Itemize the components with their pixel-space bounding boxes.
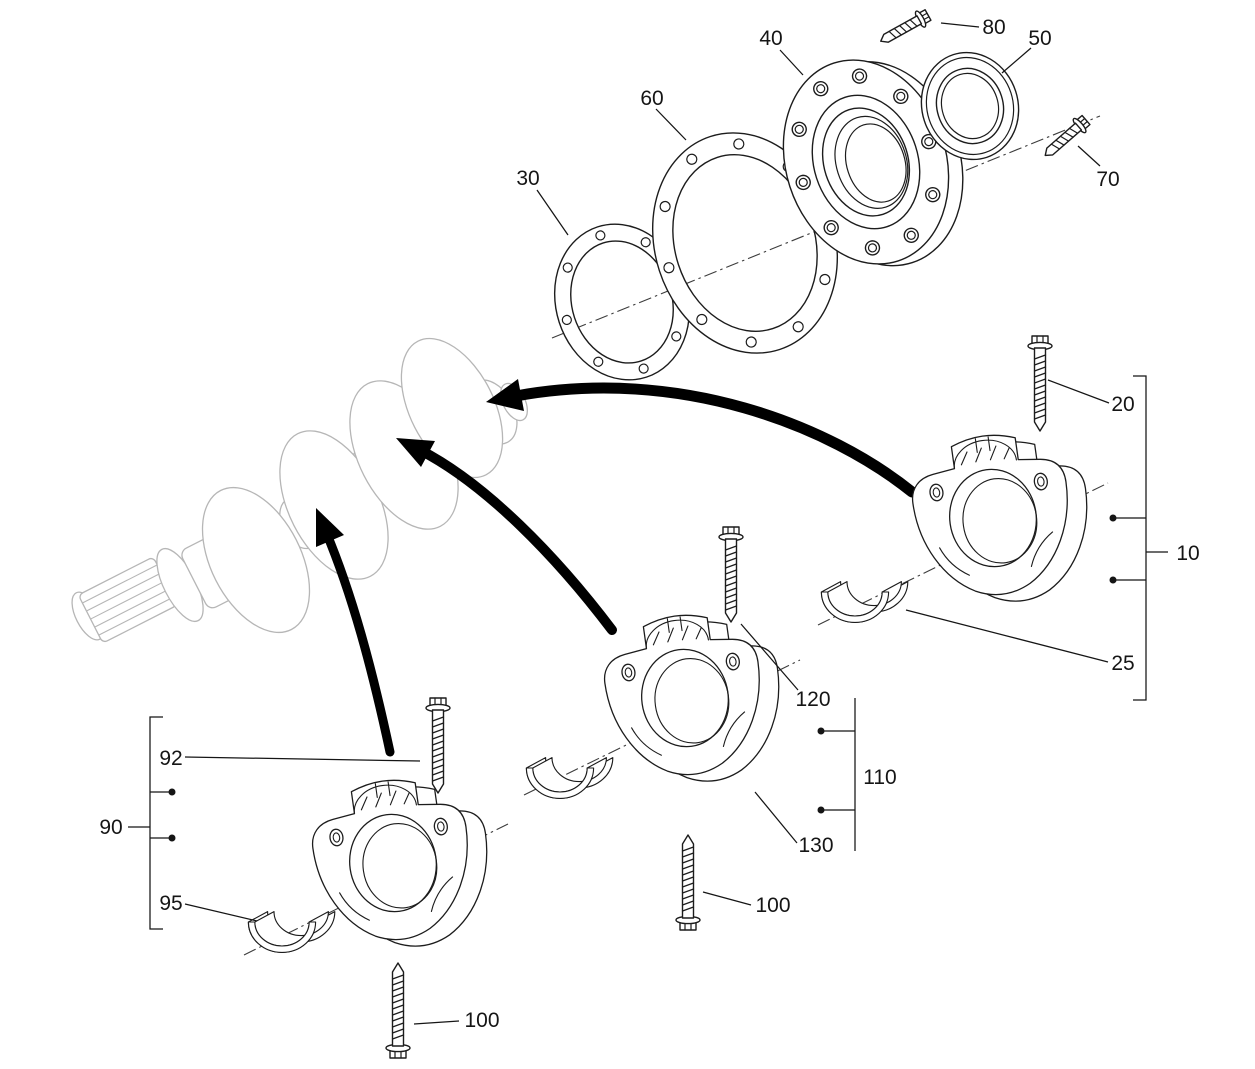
bracket-90 — [149, 716, 163, 930]
leader-70 — [1077, 145, 1101, 167]
bearing-cap-left — [304, 767, 501, 960]
bolt-20 — [1027, 335, 1053, 432]
crankshaft-ghost — [71, 337, 529, 643]
shaft-seal-50 — [920, 51, 1020, 161]
cap-group-right — [820, 335, 1101, 623]
leader-120 — [740, 623, 799, 691]
bolt-100-bottom — [385, 962, 411, 1059]
leader-25 — [905, 609, 1109, 663]
callout-50: 50 — [1028, 27, 1051, 50]
cap-group-middle — [525, 526, 793, 931]
assembly-arrows — [316, 379, 918, 757]
callout-92: 92 — [159, 747, 182, 770]
bolt-100-middle — [675, 834, 701, 931]
arrow-right-cap-to-crank — [486, 379, 918, 498]
callout-30: 30 — [516, 167, 539, 190]
leader-50 — [1001, 47, 1032, 74]
seal-carrier-40 — [782, 59, 964, 267]
leader-95 — [184, 903, 258, 922]
callout-100-bottom: 100 — [464, 1009, 499, 1032]
callout-70: 70 — [1096, 168, 1119, 191]
bracket-10 — [1133, 375, 1147, 701]
leader-130 — [754, 791, 798, 844]
gasket-60 — [651, 132, 839, 354]
callout-110: 110 — [863, 766, 896, 789]
callout-25: 25 — [1111, 652, 1134, 675]
bracket-10-dot-a — [1109, 514, 1117, 522]
leader-lines — [184, 22, 1110, 1025]
bearing-cap-right — [904, 422, 1101, 615]
arrow-left-cap-to-crank — [316, 508, 395, 757]
bolt-120 — [718, 526, 744, 623]
callout-10: 10 — [1176, 542, 1199, 565]
leader-40 — [779, 49, 804, 76]
bracket-10-dot-b — [1109, 576, 1117, 584]
bearing-shell-95 — [247, 911, 336, 953]
callout-120: 120 — [795, 688, 830, 711]
callout-95: 95 — [159, 892, 182, 915]
bearing-cap-middle — [596, 602, 793, 795]
leader-92 — [184, 756, 421, 762]
leader-30 — [536, 189, 569, 236]
arrow-middle-cap-to-crank — [396, 438, 617, 635]
callout-20: 20 — [1111, 393, 1134, 416]
gasket-30 — [553, 223, 691, 381]
bracket-90-dot-b — [168, 834, 176, 842]
callout-60: 60 — [640, 87, 663, 110]
leader-20 — [1047, 379, 1110, 404]
bracket-110-dot-b — [817, 806, 825, 814]
callout-90: 90 — [99, 816, 122, 839]
callout-40: 40 — [759, 27, 782, 50]
seal-housing-stack — [553, 6, 1093, 381]
leader-60 — [655, 108, 687, 141]
bracket-110-dot-a — [817, 727, 825, 735]
bolt-80 — [875, 6, 934, 50]
axis-seal-housing — [551, 115, 1101, 339]
bolt-92 — [425, 697, 451, 794]
bearing-shell-middle — [525, 757, 614, 799]
flange-bolt-holes — [791, 68, 941, 256]
callout-80: 80 — [982, 16, 1005, 39]
leader-100-middle — [702, 891, 752, 906]
cap-group-left — [247, 697, 501, 1059]
leader-100-bottom — [413, 1020, 460, 1025]
group-brackets — [128, 375, 1168, 930]
part-callouts: 40 80 50 60 70 30 20 10 25 120 110 130 9… — [99, 16, 1199, 1032]
callout-100-middle: 100 — [755, 894, 790, 917]
bracket-90-dot-a — [168, 788, 176, 796]
leader-80 — [940, 22, 980, 28]
callout-130: 130 — [798, 834, 833, 857]
